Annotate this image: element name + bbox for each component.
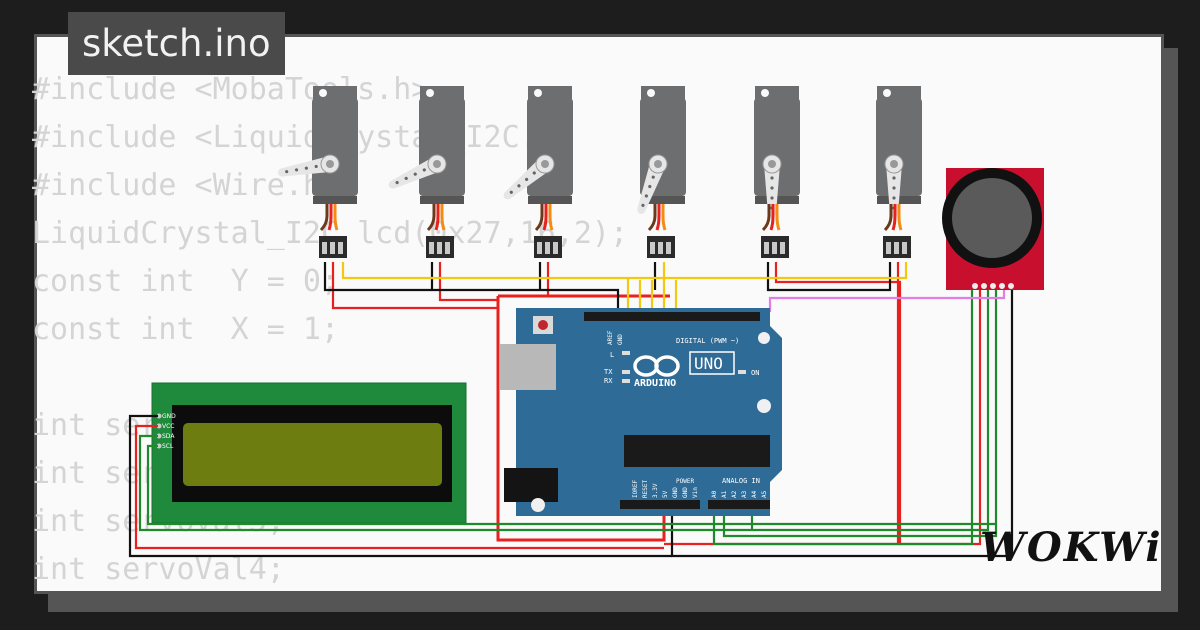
analog-label: ANALOG IN — [722, 477, 760, 485]
reset-button[interactable] — [538, 320, 548, 330]
arduino-uno-board[interactable]: ARDUINO UNO DIGITAL (PWM ~) ANALOG IN PO… — [500, 308, 782, 516]
led-l-label: L — [610, 351, 614, 359]
pin-a2: A2 — [731, 490, 738, 498]
code-line: int servoVal4; — [32, 552, 285, 587]
pin-a4: A4 — [751, 490, 758, 498]
power-header — [620, 500, 700, 509]
pin-vin: Vin — [692, 487, 699, 498]
arduino-model: UNO — [694, 354, 723, 373]
arduino-logo — [633, 355, 680, 377]
servo-motor[interactable] — [876, 86, 922, 258]
digital-header — [584, 312, 760, 321]
lcd-pin-sda: SDA — [162, 433, 175, 440]
code-line: LiquidCrystal_I2C lcd(0x27,16,2); — [32, 216, 629, 251]
lcd-pin-gnd: GND — [162, 413, 176, 420]
pin-labels: AREF GND A0 A1 A2 A3 A4 A5 IOREF RESET 3… — [607, 330, 768, 498]
power-jack — [504, 468, 558, 502]
code-line: const int Y = 0; — [32, 264, 340, 299]
arduino-brand: ARDUINO — [634, 378, 676, 389]
servo-motor[interactable] — [276, 86, 358, 258]
pin-a1: A1 — [721, 490, 728, 498]
servo-motor[interactable] — [754, 86, 800, 258]
lcd-pin-vcc: VCC — [162, 423, 174, 430]
code-line: const int X = 1; — [32, 312, 340, 347]
servo-motor[interactable] — [632, 86, 686, 258]
servo-motor[interactable] — [499, 86, 573, 258]
joystick-module[interactable] — [942, 168, 1044, 290]
digital-label: DIGITAL (PWM ~) — [676, 337, 739, 345]
led-rx-label: RX — [604, 377, 613, 385]
wires — [128, 262, 1014, 558]
pin-aref: AREF — [607, 330, 614, 345]
atmega-chip — [624, 435, 770, 467]
wokwi-logo: WOKWi — [980, 524, 1163, 571]
pin-reset: RESET — [642, 480, 649, 498]
led-on-label: ON — [751, 369, 759, 377]
pin-a0: A0 — [711, 490, 718, 498]
pin-5v: 5V — [662, 490, 669, 498]
pin-ioref: IOREF — [632, 480, 639, 498]
code-line: #include <MobaTools.h> — [32, 72, 430, 107]
servo-motor[interactable] — [386, 86, 465, 258]
lcd-display[interactable]: GND VCC SDA SCL — [151, 382, 467, 524]
usb-port — [500, 344, 556, 390]
led-tx-label: TX — [604, 368, 613, 376]
servo-group — [276, 86, 922, 258]
pin-a3: A3 — [741, 490, 748, 498]
pin-gnd3: GND — [682, 487, 689, 498]
file-title: sketch.ino — [68, 12, 285, 75]
code-line: #include <LiquidCrystal_I2C.h> — [32, 120, 574, 155]
pin-3v3: 3.3V — [652, 483, 659, 498]
analog-header — [708, 500, 770, 509]
pin-gnd2: GND — [672, 487, 679, 498]
lcd-pin-labels: GND VCC SDA SCL — [156, 413, 176, 450]
pin-gnd: GND — [617, 334, 624, 345]
pin-a5: A5 — [761, 490, 768, 498]
lcd-pin-scl: SCL — [162, 443, 174, 450]
power-label: POWER — [676, 478, 694, 485]
